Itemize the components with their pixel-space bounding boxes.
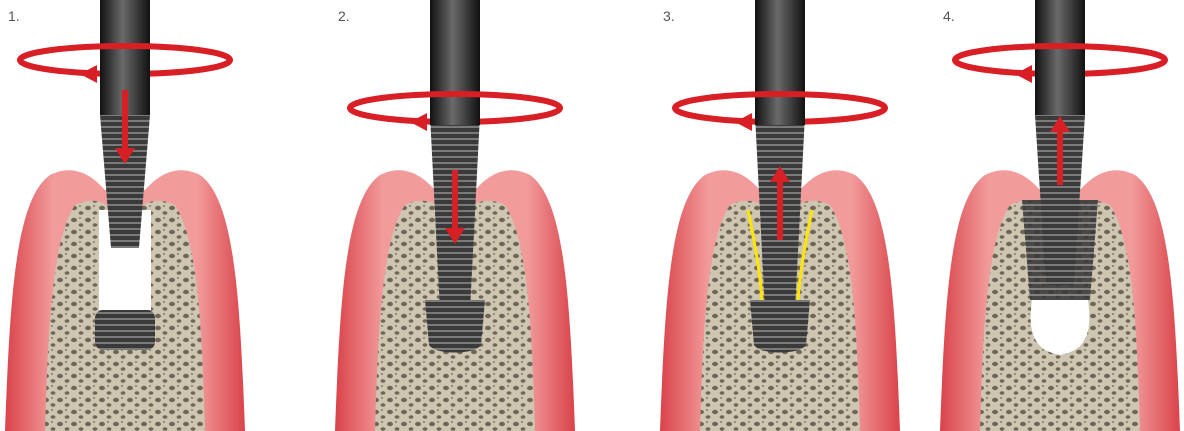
step-panel-3: 3. xyxy=(655,0,905,431)
step-illustration xyxy=(0,0,250,431)
step-illustration xyxy=(330,0,580,431)
step-panel-1: 1. xyxy=(0,0,250,431)
step-panel-4: 4. xyxy=(935,0,1184,431)
tool-shaft xyxy=(755,0,805,115)
rotation-arrowhead xyxy=(410,113,427,131)
implant-threads xyxy=(95,310,155,350)
step-panel-2: 2. xyxy=(330,0,580,431)
step-illustration xyxy=(935,0,1184,431)
rotation-arrowhead xyxy=(735,113,752,131)
rotation-arrowhead xyxy=(1015,65,1032,83)
tool-shaft xyxy=(430,0,480,115)
step-illustration xyxy=(655,0,905,431)
rotation-arrowhead xyxy=(80,65,97,83)
